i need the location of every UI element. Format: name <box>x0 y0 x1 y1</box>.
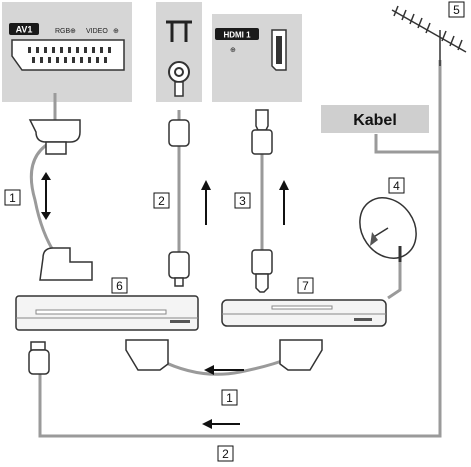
scart-plug-top-lower <box>39 247 93 281</box>
hdmi1-badge-text: HDMI 1 <box>223 31 251 40</box>
antenna-symbol-icon <box>166 20 192 42</box>
callout-1-top: 1 <box>4 189 21 206</box>
rgb-label: RGB <box>55 28 71 35</box>
hdmi1-badge <box>215 28 259 40</box>
scart-socket <box>11 39 125 71</box>
svg-text:4: 4 <box>393 179 400 193</box>
scart-plug-bottom-right <box>279 339 323 371</box>
video-label: VIDEO <box>86 28 108 35</box>
callout-2-top: 2 <box>153 192 170 209</box>
kabel-line <box>374 134 440 154</box>
video-input-icon: ⊕ <box>113 28 119 35</box>
hdmi-input-icon: ⊕ <box>230 47 236 54</box>
callout-2-bottom: 2 <box>217 445 234 462</box>
satellite-dish-icon <box>359 197 417 262</box>
scart-cable-top <box>29 93 60 259</box>
av1-badge-text: AV1 <box>16 25 33 35</box>
antenna-cable-bottom <box>38 60 442 438</box>
scart-cable-bottom <box>159 356 291 376</box>
callout-4: 4 <box>388 177 405 194</box>
svg-text:6: 6 <box>116 279 123 293</box>
antenna-icon <box>391 5 467 66</box>
av1-badge <box>9 23 39 35</box>
recorder-right <box>221 299 387 327</box>
hdmi-plug-top <box>251 129 273 155</box>
callout-1-bottom: 1 <box>221 389 238 406</box>
svg-text:7: 7 <box>302 279 309 293</box>
antenna-plug-top <box>168 119 190 147</box>
hdmi-panel <box>212 14 302 102</box>
antenna-plug-lower <box>28 349 50 375</box>
svg-text:5: 5 <box>453 3 460 17</box>
callout-3: 3 <box>234 192 251 209</box>
kabel-box <box>319 103 431 135</box>
callout-7: 7 <box>297 277 314 294</box>
recorder-left <box>15 295 199 331</box>
kabel-label: Kabel <box>353 112 397 129</box>
scart-pins <box>28 47 111 63</box>
rgb-input-icon: ⊕ <box>70 28 76 35</box>
antenna-plug-bottom <box>168 251 190 279</box>
callout-6: 6 <box>111 277 128 294</box>
scart-plug-top <box>28 119 81 143</box>
svg-text:3: 3 <box>239 194 246 208</box>
svg-text:2: 2 <box>222 447 229 461</box>
callout-5: 5 <box>448 1 465 18</box>
satellite-cable <box>387 262 402 300</box>
svg-text:1: 1 <box>226 391 233 405</box>
scart-plug-bottom-left <box>125 339 169 371</box>
svg-text:2: 2 <box>158 194 165 208</box>
hdmi-plug-bottom <box>251 249 273 275</box>
svg-text:1: 1 <box>9 191 16 205</box>
